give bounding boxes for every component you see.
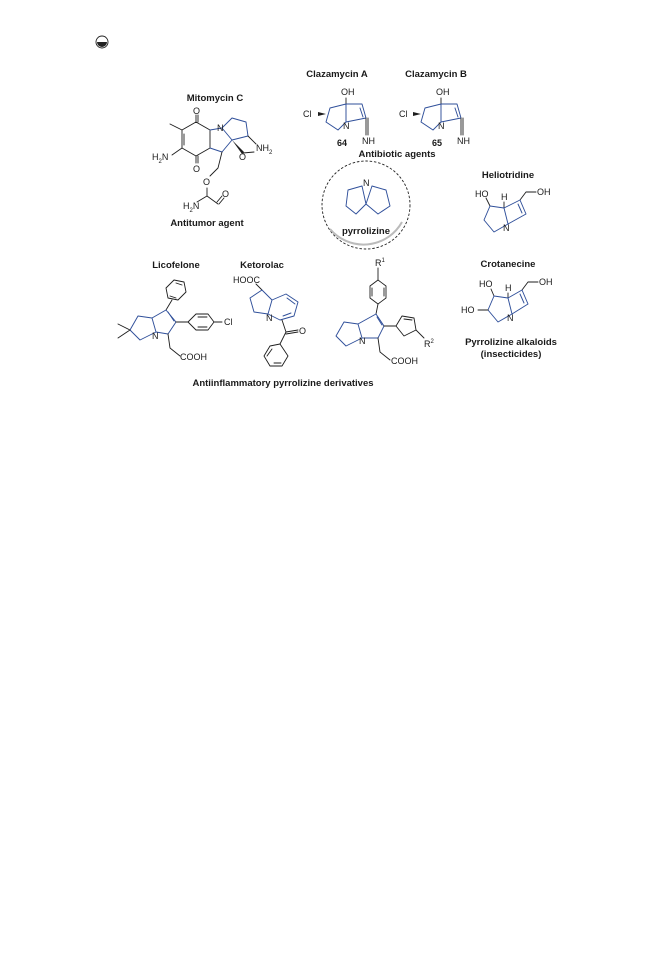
atom-cl-licofelone: Cl (224, 317, 233, 327)
atom-n-ketorolac: N (266, 313, 273, 323)
atom-cooh-derivative: COOH (391, 356, 418, 366)
clazamycin-b-name: Clazamycin B (405, 69, 467, 80)
atom-cooh-licofelone: COOH (180, 352, 207, 362)
atom-ho-crota-bottom: HO (461, 305, 475, 315)
crotanecine-structure: Crotanecine HO H OH HO N Pyrrolizine alk… (461, 259, 557, 360)
antitumor-caption: Antitumor agent (170, 218, 244, 229)
atom-h-helio: H (501, 192, 508, 202)
atom-n-derivative: N (359, 336, 366, 346)
clazamycin-a-structure: Clazamycin A OH N Cl NH 64 (303, 69, 375, 148)
atom-n-crota: N (507, 313, 514, 323)
atom-r2: R2 (424, 339, 435, 349)
atom-h-crota: H (505, 283, 512, 293)
atom-h2n-carbamate: H2N (183, 201, 199, 214)
compound-number-64: 64 (337, 138, 347, 148)
mitomycin-c-structure: Mitomycin C O O H2N N NH2 O O O H2N Anti (152, 93, 273, 229)
licofelone-name: Licofelone (152, 260, 200, 271)
heliotridine-structure: Heliotridine HO H OH N (475, 170, 551, 233)
atom-cl-claza-a: Cl (303, 109, 312, 119)
licofelone-structure: Licofelone N Cl COOH (117, 260, 233, 362)
atom-o-top: O (193, 106, 200, 116)
atom-oh-claza: OH (341, 87, 355, 97)
atom-o-ketorolac: O (299, 326, 306, 336)
pyrrolizine-label: pyrrolizine (342, 226, 390, 237)
atom-ho-helio: HO (475, 189, 489, 199)
atom-oh-claza-b: OH (436, 87, 450, 97)
alkaloid-caption-line1: Pyrrolizine alkaloids (465, 337, 557, 348)
crotanecine-name: Crotanecine (481, 259, 536, 270)
atom-n-claza-a: N (343, 121, 350, 131)
atom-o-bottom: O (193, 164, 200, 174)
atom-nh2-mito: NH2 (256, 143, 273, 156)
atom-n-helio: N (503, 223, 510, 233)
atom-o-methoxy: O (239, 152, 246, 162)
atom-n-licofelone: N (152, 331, 159, 341)
atom-nh-claza-b: NH (457, 136, 470, 146)
atom-o-carbonyl: O (222, 189, 229, 199)
ketorolac-structure: Ketorolac HOOC N O (233, 260, 306, 367)
alkaloid-caption-line2: (insecticides) (481, 349, 542, 360)
compound-number-65: 65 (432, 138, 442, 148)
clazamycin-a-name: Clazamycin A (306, 69, 368, 80)
pyrrolizine-core: N pyrrolizine (321, 160, 411, 250)
atom-r1: R1 (375, 258, 386, 268)
atom-ho-crota-top: HO (479, 279, 493, 289)
atom-n-mito: N (217, 123, 224, 133)
atom-oh-helio: OH (537, 187, 551, 197)
antiinflammatory-caption: Antiinflammatory pyrrolizine derivatives (192, 378, 373, 389)
atom-n-claza-b: N (438, 121, 445, 131)
r-substituted-derivative-structure: R1 N R2 COOH (335, 258, 435, 366)
heliotridine-name: Heliotridine (482, 170, 534, 181)
atom-hooc-ketorolac: HOOC (233, 275, 261, 285)
clazamycin-b-structure: Clazamycin B OH N Cl NH 65 (399, 69, 470, 148)
atom-h2n-mito: H2N (152, 152, 168, 165)
mitomycin-c-name: Mitomycin C (187, 93, 244, 104)
atom-nh-claza-a: NH (362, 136, 375, 146)
circle-logo-icon (95, 35, 109, 49)
atom-o-carbamate: O (203, 177, 210, 187)
atom-n-pyrrolizine: N (363, 178, 370, 188)
ketorolac-name: Ketorolac (240, 260, 284, 271)
atom-oh-crota: OH (539, 277, 553, 287)
atom-cl-claza-b: Cl (399, 109, 408, 119)
antibiotic-caption: Antibiotic agents (358, 149, 435, 160)
